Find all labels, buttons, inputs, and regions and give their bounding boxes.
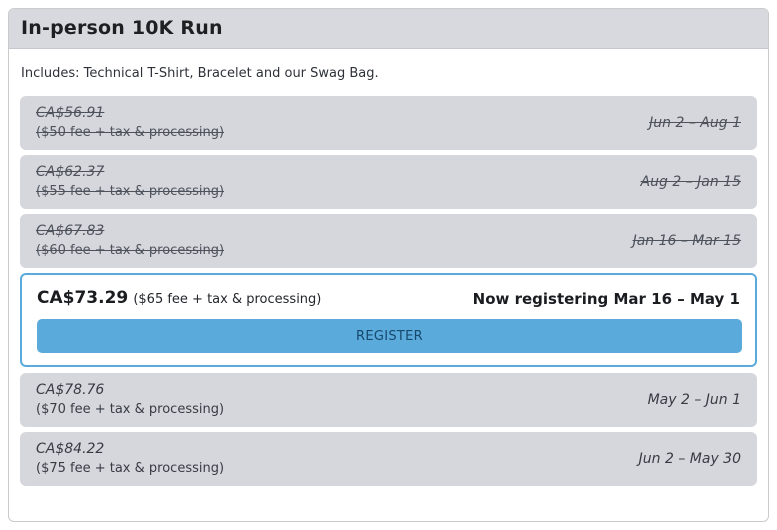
pricing-tier-expired-3: CA$67.83 ($60 fee + tax & processing) Ja… [20,214,757,268]
tier-date-range: May 2 – Jun 1 [647,392,741,408]
tier-date-range: Jun 2 – May 30 [638,451,741,467]
pricing-tier-upcoming-2: CA$84.22 ($75 fee + tax & processing) Ju… [20,432,757,486]
price-block: CA$67.83 ($60 fee + tax & processing) [36,222,224,260]
event-title: In-person 10K Run [21,17,223,39]
tier-price: CA$73.29 [37,288,129,308]
pricing-tier-upcoming-1: CA$78.76 ($70 fee + tax & processing) Ma… [20,373,757,427]
tier-price: CA$56.91 [36,105,105,121]
tier-fee-detail: ($50 fee + tax & processing) [36,125,225,140]
price-block: CA$62.37 ($55 fee + tax & processing) [36,163,224,201]
tier-date-range: Jan 16 – Mar 15 [632,233,741,249]
tier-fee-detail: ($60 fee + tax & processing) [36,243,225,258]
tier-price: CA$84.22 [36,441,105,457]
now-registering-label: Now registering Mar 16 – May 1 [472,289,740,308]
tier-price: CA$62.37 [36,164,105,180]
price-block: CA$78.76 ($70 fee + tax & processing) [36,381,224,419]
price-block: CA$56.91 ($50 fee + tax & processing) [36,104,224,142]
event-includes-description: Includes: Technical T-Shirt, Bracelet an… [21,66,379,81]
tier-fee-detail: ($55 fee + tax & processing) [36,184,225,199]
price-block: CA$84.22 ($75 fee + tax & processing) [36,440,224,478]
event-pricing-card: In-person 10K Run Includes: Technical T-… [8,8,769,522]
pricing-tier-active: CA$73.29 ($65 fee + tax & processing) No… [20,273,757,367]
register-button[interactable]: REGISTER [37,319,742,353]
price-block: CA$73.29 ($65 fee + tax & processing) [37,287,321,310]
card-body: Includes: Technical T-Shirt, Bracelet an… [9,49,768,501]
tier-price: CA$78.76 [36,382,105,398]
pricing-tier-expired-2: CA$62.37 ($55 fee + tax & processing) Au… [20,155,757,209]
tier-fee-detail: ($65 fee + tax & processing) [133,292,322,307]
tier-fee-detail: ($75 fee + tax & processing) [36,461,225,476]
tier-date-range: Jun 2 – Aug 1 [649,115,741,131]
active-tier-top-row: CA$73.29 ($65 fee + tax & processing) No… [37,287,742,310]
pricing-tier-expired-1: CA$56.91 ($50 fee + tax & processing) Ju… [20,96,757,150]
tier-date-range: Aug 2 – Jan 15 [640,174,741,190]
tier-price: CA$67.83 [36,223,105,239]
card-header: In-person 10K Run [9,9,768,49]
tier-fee-detail: ($70 fee + tax & processing) [36,402,225,417]
